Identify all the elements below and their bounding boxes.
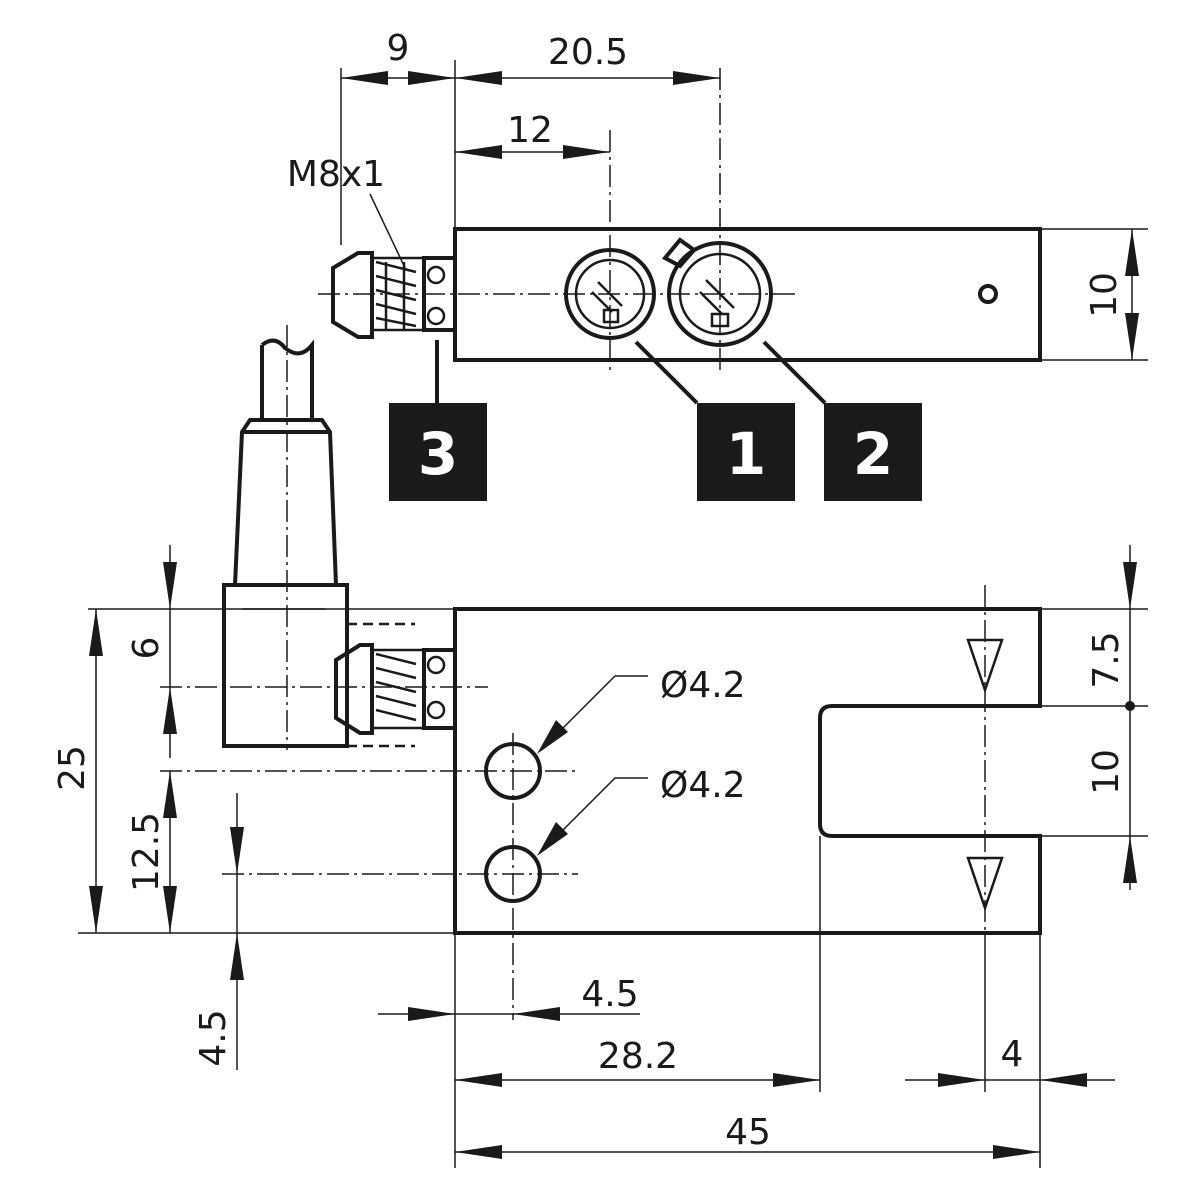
callout-badge-2: 2 — [824, 403, 922, 501]
dim-45: 45 — [455, 1112, 1040, 1159]
front-body-outline — [453, 607, 1042, 935]
dim-28-2: 28.2 — [455, 1036, 820, 1087]
dim-4: 4 — [905, 1034, 1115, 1087]
dim-6-label: 6 — [126, 637, 167, 660]
dim-4-5-vertical-label: 4.5 — [193, 1009, 234, 1066]
callout-1-label: 1 — [726, 420, 766, 488]
dim-20-5: 20.5 — [455, 32, 720, 85]
mounting-hole-lower — [222, 845, 578, 903]
callout-3-label: 3 — [418, 420, 458, 488]
dim-20-5-label: 20.5 — [548, 32, 628, 73]
dim-10-height-label: 10 — [1084, 272, 1125, 318]
emitter-marker — [966, 638, 1004, 694]
dim-6: 6 — [126, 545, 177, 758]
dim-9: 9 — [341, 28, 455, 85]
top-connector — [331, 251, 457, 339]
dim-25-label: 25 — [52, 745, 93, 791]
dim-7-5: 7.5 — [1086, 545, 1137, 706]
receiver-marker — [966, 856, 1004, 912]
dim-12-5: 12.5 — [126, 771, 177, 933]
callout-badge-1: 1 — [697, 403, 795, 501]
lens-2 — [661, 237, 773, 347]
dim-10-slot: 10 — [1086, 701, 1137, 890]
dim-28-2-label: 28.2 — [598, 1036, 678, 1077]
dim-12-5-label: 12.5 — [126, 812, 167, 892]
callout-2-label: 2 — [853, 420, 893, 488]
front-view: Ø4.2 Ø4.2 7.5 10 — [52, 325, 1148, 1168]
hole-diameter-1: Ø4.2 — [537, 665, 746, 754]
hole-diameter-2: Ø4.2 — [537, 765, 746, 856]
dim-4-5-horizontal-label: 4.5 — [581, 974, 638, 1015]
dim-10-height: 10 — [1084, 229, 1139, 360]
callout-badge-3: 3 — [389, 403, 487, 501]
dim-10-slot-label: 10 — [1086, 749, 1127, 795]
leader-2 — [762, 340, 827, 405]
top-view: 9 20.5 12 M8x1 10 — [287, 28, 1148, 501]
lens-1 — [564, 248, 656, 340]
dim-12: 12 — [455, 110, 610, 159]
dim-9-label: 9 — [387, 28, 410, 69]
top-small-hole — [978, 284, 998, 304]
hole-diameter-2-label: Ø4.2 — [660, 765, 746, 806]
mounting-hole-upper — [160, 733, 578, 1020]
dim-12-label: 12 — [507, 110, 553, 151]
dim-4-5-vertical: 4.5 — [193, 793, 244, 1070]
dim-4-5-horizontal: 4.5 — [378, 974, 640, 1021]
dim-25: 25 — [52, 609, 103, 933]
hole-diameter-1-label: Ø4.2 — [660, 665, 746, 706]
leader-1 — [634, 340, 699, 405]
dim-45-label: 45 — [725, 1112, 771, 1153]
thread-label: M8x1 — [287, 154, 385, 195]
dim-4-label: 4 — [1001, 1034, 1024, 1075]
thread-label-group: M8x1 — [287, 154, 407, 271]
dim-7-5-label: 7.5 — [1086, 631, 1127, 688]
